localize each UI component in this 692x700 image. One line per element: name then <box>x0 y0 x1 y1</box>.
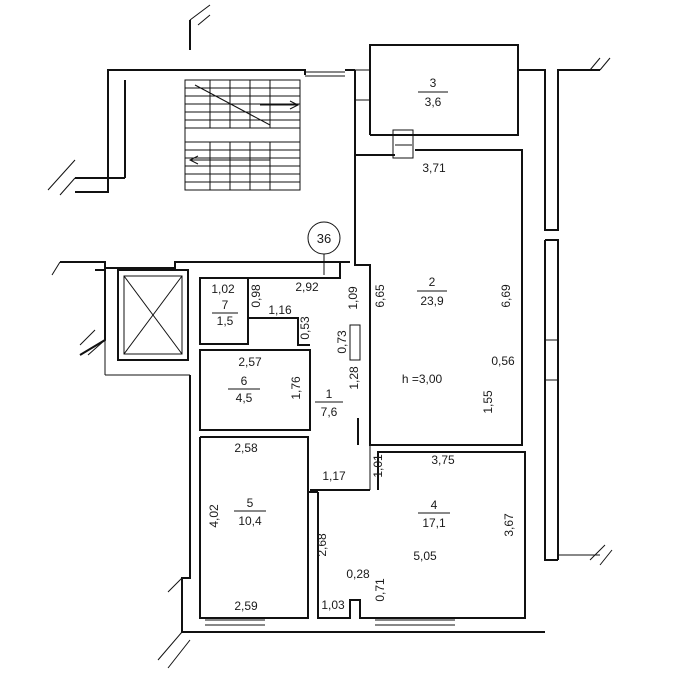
room-1 <box>248 262 371 491</box>
dim-r2-right: 6,69 <box>499 284 513 308</box>
room-5-area: 10,4 <box>238 514 262 528</box>
dim-r4-left: 2,68 <box>315 533 329 557</box>
dim-r6-height: 1,76 <box>289 376 303 400</box>
dim-r4-right: 3,67 <box>502 513 516 537</box>
room-3-area: 3,6 <box>425 95 442 109</box>
dim-r7-side: 1,16 <box>268 303 292 317</box>
room-labels: 3 3,6 2 23,9 h =3,00 7 1,5 6 4,5 1 7,6 5… <box>212 76 450 530</box>
room-4-area: 17,1 <box>422 516 446 530</box>
stair-steps <box>185 80 300 190</box>
dim-r6-width: 2,57 <box>238 355 262 369</box>
dim-hall-top: 2,92 <box>295 280 319 294</box>
dim-hall-mid: 1,28 <box>347 366 361 390</box>
ceiling-height: h =3,00 <box>402 372 443 386</box>
apartment-number: 36 <box>317 231 331 246</box>
room-6-area: 4,5 <box>236 391 253 405</box>
dim-r5-height: 4,02 <box>207 504 221 528</box>
dim-r2-door-b: 1,09 <box>346 286 360 310</box>
dim-r2-low: 1,55 <box>481 390 495 414</box>
dim-hall-bottom: 1,17 <box>322 469 346 483</box>
room-1-area: 7,6 <box>321 405 338 419</box>
room-2-area: 23,9 <box>420 294 444 308</box>
room-5 <box>199 436 318 619</box>
room-4-number: 4 <box>431 498 438 512</box>
dim-r4-top: 3,75 <box>431 453 455 467</box>
dim-r4-left-top: 1,01 <box>371 454 385 478</box>
dim-r2-left: 6,65 <box>373 284 387 308</box>
dim-r2-step: 0,56 <box>491 354 515 368</box>
room-6 <box>199 349 311 431</box>
room-3 <box>354 44 519 136</box>
dim-r7-height: 0,98 <box>249 284 263 308</box>
dim-r7-width: 1,02 <box>211 282 235 296</box>
room-7-number: 7 <box>222 298 229 312</box>
dim-r4-bottom-left: 1,03 <box>321 598 345 612</box>
exterior-wall-right <box>518 57 613 566</box>
room-7-area: 1,5 <box>217 314 234 328</box>
room-7 <box>199 277 310 346</box>
exterior-wall-bottom <box>157 375 545 669</box>
dim-r3-bottom: 3,71 <box>422 161 446 175</box>
dim-r4-niche-w: 0,28 <box>346 567 370 581</box>
room-1-number: 1 <box>326 387 333 401</box>
stairwell <box>47 4 356 196</box>
elevator-shaft-icon <box>117 269 189 361</box>
dim-r2-door-a: 0,73 <box>335 330 349 354</box>
apartment-number-badge: 36 <box>307 221 341 275</box>
room-5-number: 5 <box>247 496 254 510</box>
dimension-labels: 3,71 6,65 6,69 0,56 1,55 0,73 1,09 2,92 … <box>207 161 516 613</box>
corridor <box>51 261 350 376</box>
room-4 <box>317 451 526 619</box>
room-3-number: 3 <box>430 76 437 90</box>
room-2-number: 2 <box>429 275 436 289</box>
dim-r4-niche-h: 0,71 <box>373 578 387 602</box>
dim-r5-bottom: 2,59 <box>234 599 258 613</box>
dim-r5-top: 2,58 <box>234 441 258 455</box>
room-6-number: 6 <box>241 374 248 388</box>
dim-r7-side-h: 0,53 <box>298 316 312 340</box>
dim-r4-inner: 5,05 <box>413 549 437 563</box>
stair-direction-arrow-icon <box>188 84 300 165</box>
